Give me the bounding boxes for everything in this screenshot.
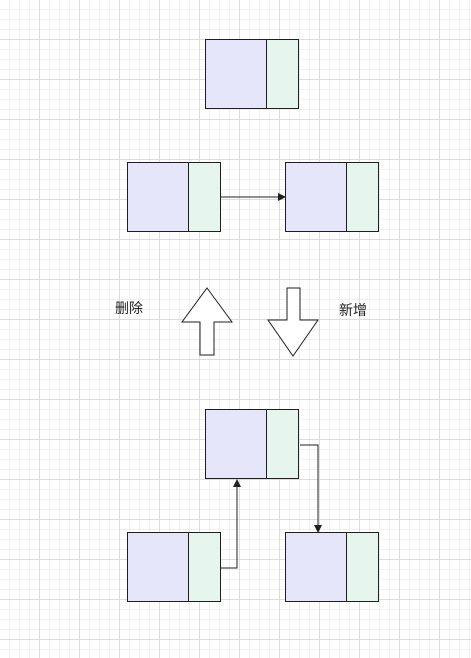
- node-pointer-cell: [266, 409, 299, 479]
- node-middle-left: [127, 162, 221, 232]
- arrow-down-icon: [267, 287, 319, 357]
- delete-label: 删除: [115, 301, 143, 317]
- node-top: [205, 39, 299, 109]
- node-data-cell: [127, 532, 189, 602]
- node-bottom-top: [205, 409, 299, 479]
- node-pointer-cell: [346, 162, 379, 232]
- node-bottom-right: [285, 532, 379, 602]
- node-pointer-cell: [188, 162, 221, 232]
- node-pointer-cell: [346, 532, 379, 602]
- add-label: 新增: [339, 303, 367, 319]
- node-data-cell: [127, 162, 189, 232]
- node-bottom-left: [127, 532, 221, 602]
- node-middle-right: [285, 162, 379, 232]
- node-pointer-cell: [266, 39, 299, 109]
- edge-bottom-right: [300, 444, 322, 533]
- edge-bottom-left: [221, 479, 241, 569]
- node-data-cell: [205, 409, 267, 479]
- node-pointer-cell: [188, 532, 221, 602]
- arrow-up-icon: [181, 287, 233, 356]
- node-data-cell: [205, 39, 267, 109]
